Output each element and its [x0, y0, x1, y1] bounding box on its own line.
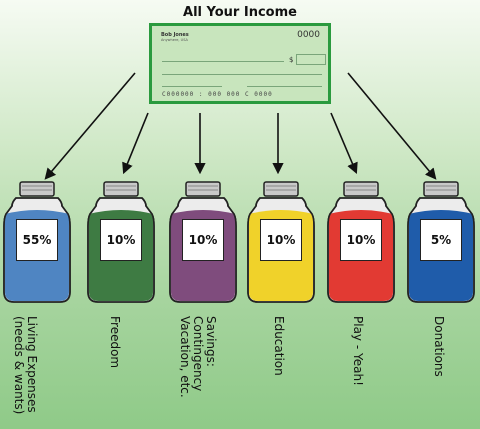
check-memo-line: [162, 86, 222, 87]
arrow-living: [44, 72, 136, 180]
check-number: 0000: [297, 30, 320, 40]
arrow-play: [330, 112, 358, 175]
jar-percent-label: 55%: [16, 219, 58, 261]
arrow-freedom: [122, 112, 149, 175]
jar-savings: 10%: [168, 180, 238, 304]
arrow-donations: [347, 72, 437, 180]
check-signature-line: [247, 86, 322, 87]
check-micr-line: C000000 : 000 000 C 0000: [162, 91, 273, 98]
jar-education: 10%: [246, 180, 316, 304]
jar-caption-play: Play - Yeah!: [351, 316, 365, 386]
jar-caption-savings: Savings: Contingency Vacation, etc.: [178, 316, 218, 398]
jar-freedom: 10%: [86, 180, 156, 304]
jar-caption-education: Education: [272, 316, 286, 376]
jar-caption-freedom: Freedom: [108, 316, 122, 369]
check-amount-line: [162, 74, 322, 75]
check-payer-name: Bob Jones: [161, 32, 189, 38]
jar-percent-label: 5%: [420, 219, 462, 261]
diagram-title: All Your Income: [183, 5, 297, 20]
jar-living-expenses: 55%: [2, 180, 72, 304]
jar-percent-label: 10%: [182, 219, 224, 261]
check-payer-address: Anywhere, USA: [161, 38, 188, 42]
jar-caption-living-expenses: Living Expenses (needs & wants): [12, 316, 39, 415]
check-pay-line: [162, 61, 284, 62]
jar-percent-label: 10%: [100, 219, 142, 261]
income-check: Bob Jones Anywhere, USA 0000 $ C000000 :…: [149, 23, 331, 104]
jar-percent-label: 10%: [340, 219, 382, 261]
jar-play: 10%: [326, 180, 396, 304]
jar-caption-donations: Donations: [432, 316, 446, 377]
jar-percent-label: 10%: [260, 219, 302, 261]
check-dollar-sign: $: [289, 56, 294, 64]
jar-donations: 5%: [406, 180, 476, 304]
check-amount-box: [296, 54, 326, 65]
